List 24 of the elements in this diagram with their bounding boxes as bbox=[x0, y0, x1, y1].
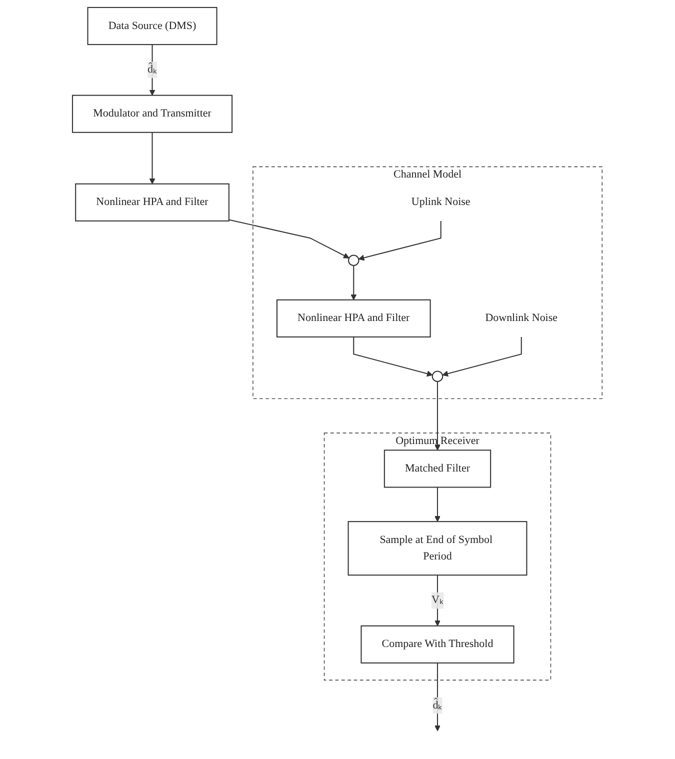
arrow bbox=[434, 487, 441, 522]
node-box: Nonlinear HPA and Filter bbox=[75, 183, 230, 222]
node-text: Downlink Noise bbox=[485, 312, 558, 324]
edge-label: d̂ₖ bbox=[148, 64, 158, 76]
node-box: Matched Filter bbox=[384, 450, 492, 488]
arrow bbox=[353, 336, 433, 377]
arrow bbox=[442, 336, 522, 377]
arrow bbox=[434, 575, 441, 626]
node-box: Data Source (DMS) bbox=[87, 6, 218, 46]
arrow bbox=[149, 132, 156, 184]
arrow bbox=[434, 382, 441, 450]
arrow bbox=[350, 266, 357, 300]
node-box: Nonlinear HPA and Filter bbox=[276, 299, 431, 338]
edge-label: Vₖ bbox=[432, 594, 444, 606]
node-box: Sample at End of Symbol Period bbox=[348, 521, 528, 576]
node-box: Compare With Threshold bbox=[360, 625, 514, 664]
arrow bbox=[358, 220, 442, 261]
arrow bbox=[229, 219, 350, 258]
arrow bbox=[434, 662, 441, 732]
edge-label: d̂ₖ bbox=[432, 699, 442, 711]
node-circle bbox=[432, 370, 444, 382]
node-box: Modulator and Transmitter bbox=[72, 94, 233, 133]
node-circle bbox=[348, 254, 360, 266]
node-text: Uplink Noise bbox=[412, 196, 470, 208]
